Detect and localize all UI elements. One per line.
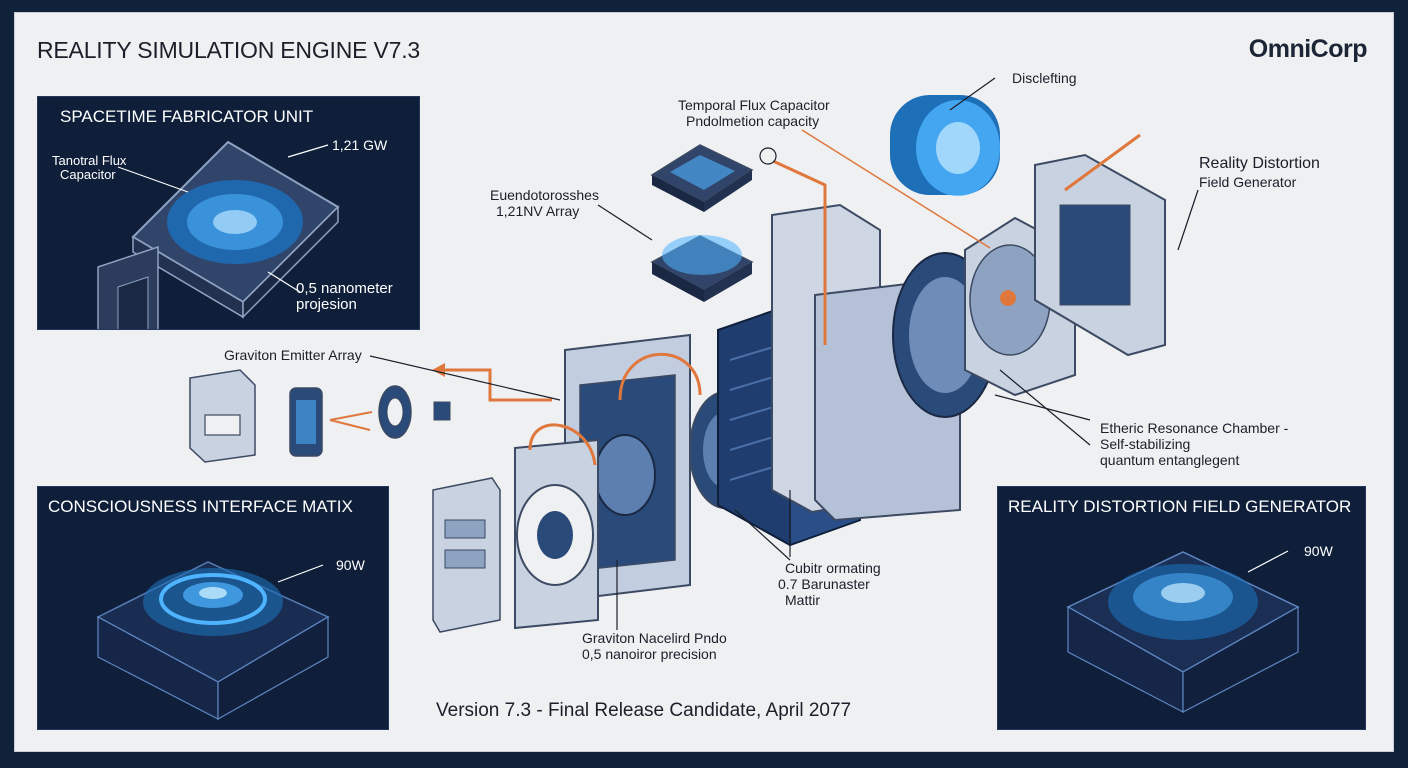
callout-cubit-2: 0.7 Barunaster xyxy=(778,576,870,592)
spacetime-power: 1,21 GW xyxy=(332,137,388,153)
distortion-panel-title: REALITY DISTORTION FIELD GENERATOR xyxy=(1008,497,1352,516)
callout-euendo-1: Euendotorosshes xyxy=(490,187,599,203)
spacetime-illustration xyxy=(97,140,340,329)
callout-temporal-flux-1: Temporal Flux Capacitor xyxy=(678,97,830,113)
distortion-power: 90W xyxy=(1304,543,1333,559)
callout-graviton-emitter: Graviton Emitter Array xyxy=(224,347,362,363)
callout-temporal-flux-2: Pndolmetion capacity xyxy=(686,113,820,129)
callout-cubit-1: Cubitr ormating xyxy=(785,560,881,576)
spacetime-label-left-2: Capacitor xyxy=(60,167,116,182)
spacetime-panel-title: SPACETIME FABRICATOR UNIT xyxy=(60,107,314,126)
spacetime-precision-1: 0,5 nanometer xyxy=(296,280,393,297)
callout-graviton-nacelle-2: 0,5 nanoiror precision xyxy=(582,646,717,662)
callout-graviton-nacelle-1: Graviton Nacelird Pndo xyxy=(582,630,727,646)
callout-cubit-3: Mattir xyxy=(785,592,820,608)
consciousness-illustration xyxy=(96,561,330,721)
distortion-panel: REALITY DISTORTION FIELD GENERATOR 90W xyxy=(997,486,1366,730)
callout-rdf-2: Field Generator xyxy=(1199,174,1297,190)
page-title: REALITY SIMULATION ENGINE V7.3 xyxy=(37,37,420,63)
spacetime-precision-2: projesion xyxy=(296,296,357,313)
spacetime-label-left-1: Tanotral Flux xyxy=(52,153,127,168)
distortion-illustration xyxy=(1066,550,1300,713)
spacetime-panel: SPACETIME FABRICATOR UNIT Tanotral Flux … xyxy=(37,96,420,330)
callout-etheric-3: quantum entanglegent xyxy=(1100,452,1240,468)
consciousness-panel: CONSCIOUSNESS INTERFACE MATIX 90W xyxy=(37,486,389,730)
callout-disclefting: Disclefting xyxy=(1012,70,1077,86)
callout-etheric-1: Etheric Resonance Chamber - xyxy=(1100,420,1289,436)
callout-etheric-2: Self-stabilizing xyxy=(1100,436,1191,452)
consciousness-panel-title: CONSCIOUSNESS INTERFACE MATIX xyxy=(48,497,353,516)
callout-euendo-2: 1,21NV Array xyxy=(496,203,580,219)
version-footer: Version 7.3 - Final Release Candidate, A… xyxy=(436,700,852,721)
brand-logo: OmniCorp xyxy=(1248,35,1368,63)
callout-rdf-1: Reality Distortion xyxy=(1199,155,1320,172)
consciousness-power: 90W xyxy=(336,557,365,573)
